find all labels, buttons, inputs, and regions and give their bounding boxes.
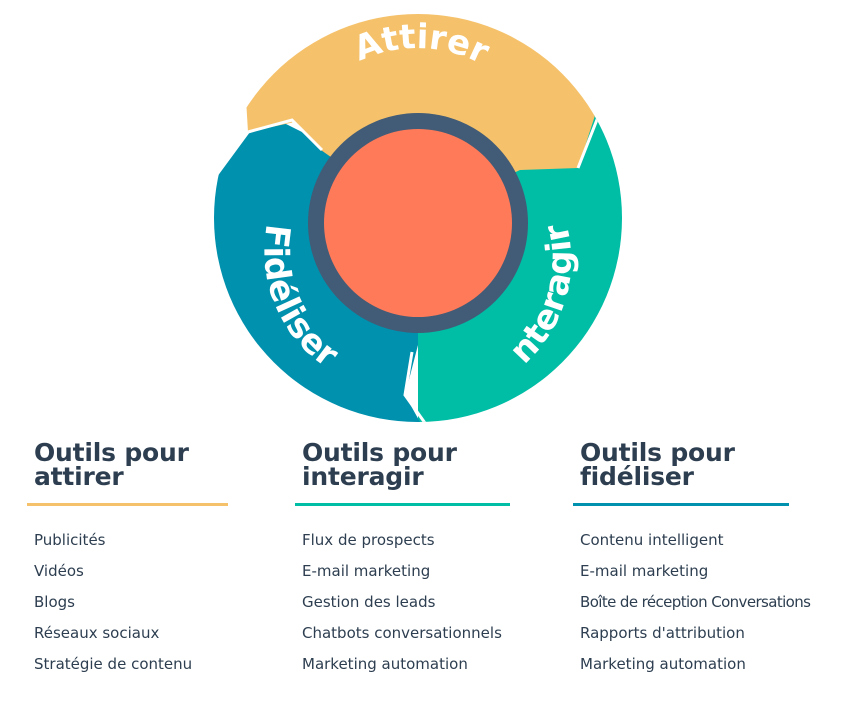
hub-core bbox=[324, 129, 512, 317]
list-item: Gestion des leads bbox=[302, 593, 436, 611]
list-item: E-mail marketing bbox=[302, 562, 431, 580]
list-item: Rapports d'attribution bbox=[580, 624, 745, 642]
column-attirer: Outils pour attirer Publicités Vidéos Bl… bbox=[27, 438, 228, 685]
heading-attirer-line2: attirer bbox=[34, 462, 124, 491]
heading-attirer-line1: Outils pour bbox=[34, 438, 189, 467]
heading-attirer: Outils pour attirer bbox=[34, 438, 228, 491]
divider-attirer bbox=[27, 503, 228, 506]
list-item: Marketing automation bbox=[302, 655, 468, 673]
heading-fideliser-line1: Outils pour bbox=[580, 438, 735, 467]
heading-fideliser: Outils pour fidéliser bbox=[580, 438, 810, 491]
divider-interagir bbox=[295, 503, 510, 506]
list-item: Contenu intelligent bbox=[580, 531, 724, 549]
list-item: Boîte de réception Conversations bbox=[580, 593, 811, 611]
heading-interagir-line2: interagir bbox=[302, 462, 424, 491]
list-item: Flux de prospects bbox=[302, 531, 435, 549]
list-item: Stratégie de contenu bbox=[34, 655, 193, 673]
list-item: Publicités bbox=[34, 531, 106, 549]
heading-interagir: Outils pour interagir bbox=[302, 438, 510, 491]
list-attirer: Publicités Vidéos Blogs Réseaux sociaux … bbox=[34, 530, 228, 685]
list-item: Blogs bbox=[34, 593, 75, 611]
list-interagir: Flux de prospects E-mail marketing Gesti… bbox=[302, 530, 510, 685]
divider-fideliser bbox=[573, 503, 789, 506]
column-fideliser: Outils pour fidéliser Contenu intelligen… bbox=[573, 438, 811, 685]
list-item: E-mail marketing bbox=[580, 562, 709, 580]
heading-fideliser-line2: fidéliser bbox=[580, 462, 694, 491]
column-interagir: Outils pour interagir Flux de prospects … bbox=[295, 438, 510, 685]
list-item: Vidéos bbox=[34, 562, 84, 580]
flywheel-diagram: Attirer Fidéliser Interagir bbox=[214, 14, 622, 422]
list-item: Réseaux sociaux bbox=[34, 624, 160, 642]
segment-attirer bbox=[240, 14, 620, 218]
list-fideliser: Contenu intelligent E-mail marketing Boî… bbox=[580, 530, 811, 685]
list-item: Chatbots conversationnels bbox=[302, 624, 502, 642]
heading-interagir-line1: Outils pour bbox=[302, 438, 457, 467]
list-item: Marketing automation bbox=[580, 655, 746, 673]
